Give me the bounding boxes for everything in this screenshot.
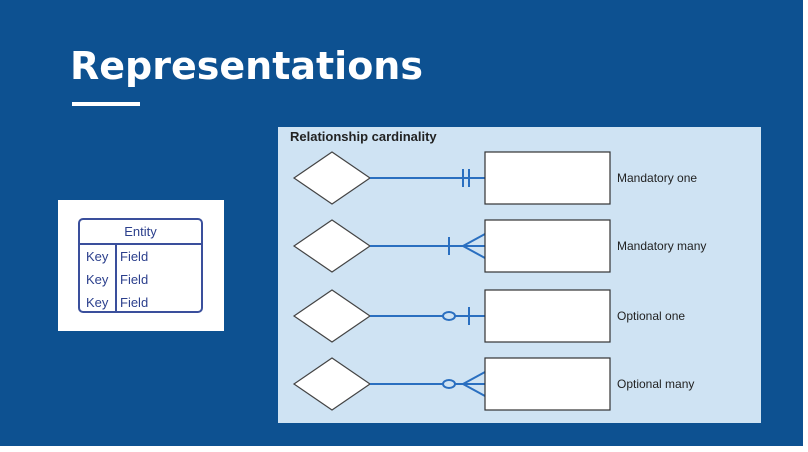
cardinality-label: Optional one xyxy=(617,309,686,323)
cardinality-label: Mandatory many xyxy=(617,239,707,253)
entity-field: Field xyxy=(120,249,149,264)
entity-figure: Entity Key Field Key Field Key Field xyxy=(58,200,224,331)
entity-field: Field xyxy=(120,272,149,287)
entity-rectangle xyxy=(484,357,611,411)
cardinality-row-mandatory-one xyxy=(292,151,611,205)
title-underline xyxy=(72,102,140,106)
slide-title: Representations xyxy=(70,44,423,88)
entity-field: Field xyxy=(120,295,149,310)
entity-key: Key xyxy=(86,295,109,310)
optional-circle xyxy=(442,379,456,389)
entity-row: Key Field xyxy=(80,245,201,268)
entity-box: Entity Key Field Key Field Key Field xyxy=(78,218,203,313)
crows-foot-lower xyxy=(462,383,486,397)
cardinality-label: Optional many xyxy=(617,377,695,391)
cardinality-row-optional-many xyxy=(292,357,611,411)
relationship-diamond xyxy=(292,357,372,411)
entity-key: Key xyxy=(86,249,109,264)
crows-foot-upper xyxy=(462,371,486,385)
cardinality-diagram xyxy=(292,151,611,411)
cardinality-figure: Relationship cardinality xyxy=(278,127,761,423)
entity-column-divider xyxy=(115,243,117,311)
relationship-diamond xyxy=(292,289,372,343)
entity-row: Key Field xyxy=(80,291,201,314)
entity-key: Key xyxy=(86,272,109,287)
cardinality-title: Relationship cardinality xyxy=(290,129,437,144)
relationship-diamond xyxy=(292,151,372,205)
relationship-diamond xyxy=(292,219,372,273)
entity-rectangle xyxy=(484,219,611,273)
crows-foot-lower xyxy=(462,245,486,259)
entity-rectangle xyxy=(484,289,611,343)
entity-rectangle xyxy=(484,151,611,205)
crows-foot-upper xyxy=(462,233,486,247)
cardinality-label: Mandatory one xyxy=(617,171,698,185)
optional-circle xyxy=(442,311,456,321)
cardinality-row-mandatory-many xyxy=(292,219,611,273)
entity-row: Key Field xyxy=(80,268,201,291)
entity-header: Entity xyxy=(80,220,201,245)
cardinality-row-optional-one xyxy=(292,289,611,343)
